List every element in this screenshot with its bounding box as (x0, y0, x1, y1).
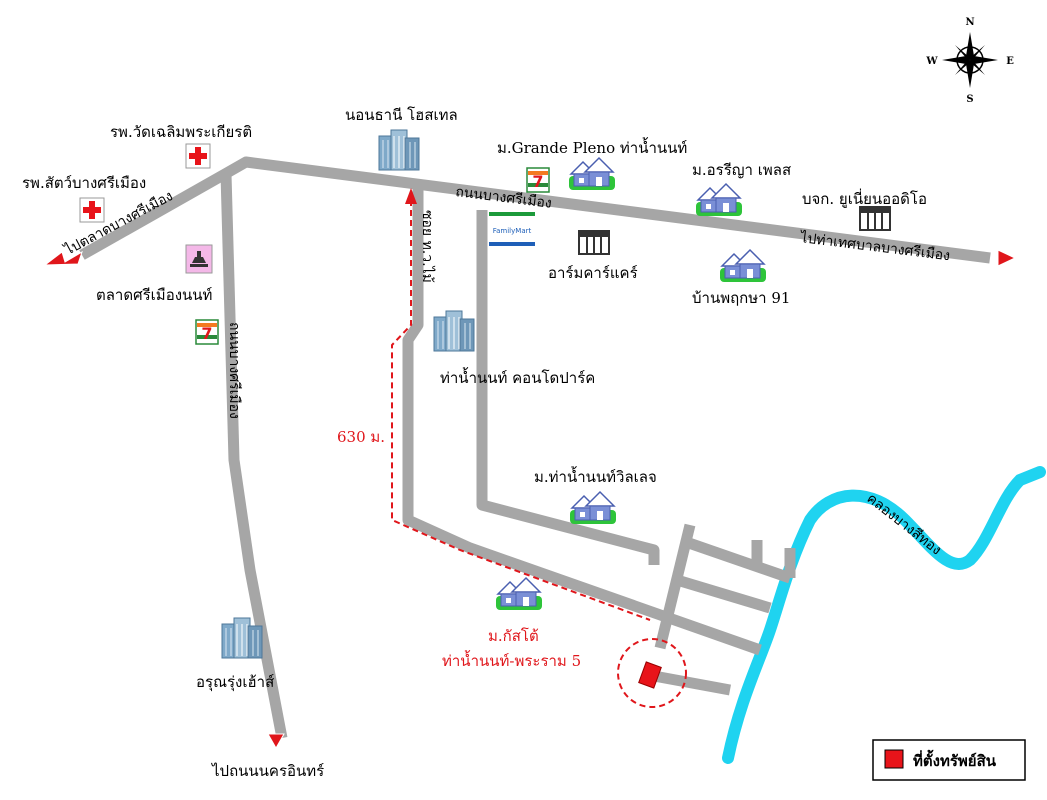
road-bangsrimuang-main (79, 156, 991, 264)
label-route-distance: 630 ม. (337, 428, 385, 446)
house-icon (568, 157, 616, 191)
compass-n: N (965, 17, 974, 28)
route-dashed-line (391, 200, 651, 621)
label-to-nakhon-in: ไปถนนนครอินทร์ (211, 762, 324, 780)
condo-building-icon (433, 310, 475, 352)
road-grid-3 (653, 670, 731, 696)
road-bangsrimuang-vertical (220, 173, 288, 740)
seven-eleven-icon (526, 167, 550, 193)
road-label-to-market: ไปตลาดบางศรีเมือง (61, 187, 176, 259)
river-khlong-bangsithong (722, 466, 1046, 764)
hospital-icon (79, 197, 105, 223)
svg-text:FamilyMart: FamilyMart (493, 227, 532, 235)
label-armcarcare: อาร์มคาร์แคร์ (548, 264, 638, 282)
shop-icon (577, 229, 611, 255)
label-arreeya: ม.อรรีญา เพลส (692, 161, 791, 179)
road-label-bangsrimuang-vertical: ถนนบางศรีเมือง (226, 322, 242, 419)
compass-e: E (1006, 56, 1014, 67)
legend-property-label: ที่ตั้งทรัพย์สิน (913, 749, 997, 770)
hospital-icon (185, 143, 211, 169)
direction-arrows (43, 188, 1017, 750)
road-network (79, 156, 991, 740)
river-label: คลองบางสีทอง (864, 491, 945, 559)
road-grid-2 (675, 574, 772, 614)
arrow-west-icon (43, 250, 83, 266)
label-village: ม.ท่าน้ำนนท์วิลเลจ (534, 466, 657, 486)
label-market: ตลาดศรีเมืองนนท์ (96, 286, 212, 304)
road-grid-1 (684, 536, 792, 584)
label-baan-pruksa: บ้านพฤกษา 91 (692, 289, 790, 307)
house-icon (495, 577, 543, 611)
legend: ที่ตั้งทรัพย์สิน (872, 739, 1026, 781)
label-hotel: นอนธานี โฮสเทล (345, 106, 458, 124)
arrow-south-icon (267, 733, 285, 750)
label-hospital-wat: รพ.วัดเฉลิมพระเกียรติ (110, 123, 252, 141)
house-icon (569, 491, 617, 525)
road-soi-left (476, 210, 660, 565)
arrow-route-north-icon (405, 188, 417, 204)
compass-s: S (966, 94, 973, 105)
label-kasa-sub: ท่าน้ำนนท์-พระราม 5 (442, 650, 581, 670)
road-soi-tawamai (402, 188, 762, 656)
shop-icon (858, 205, 892, 231)
compass-rose: N S E W (925, 17, 1014, 105)
hotel-building-icon (378, 129, 420, 171)
familymart-icon: FamilyMart (489, 212, 535, 246)
road-label-to-municipality: ไปท่าเทศบาลบางศรีเมือง (799, 229, 951, 264)
house-icon (695, 183, 743, 217)
label-union-audio: บจก. ยูเนี่ยนออดิโอ (802, 188, 927, 208)
label-hospital-animal: รพ.สัตว์บางศรีเมือง (22, 174, 146, 192)
label-condo: ท่าน้ำนนท์ คอนโดปาร์ค (440, 367, 595, 387)
compass-w: W (925, 56, 938, 67)
seven-eleven-icon (195, 319, 219, 345)
label-aroon: อรุณรุ่งเฮ้าส์ (196, 673, 274, 692)
label-kasa-name: ม.กัสโต้ (488, 627, 539, 645)
arrow-east-icon (997, 249, 1017, 267)
property-location (617, 638, 687, 708)
market-icon (185, 244, 213, 274)
label-grande-pleno: ม.Grande Pleno ท่าน้ำนนท์ (497, 137, 687, 157)
house-icon (719, 249, 767, 283)
road-label-soi: ซอย ท.ว.ไม้ (419, 210, 436, 283)
